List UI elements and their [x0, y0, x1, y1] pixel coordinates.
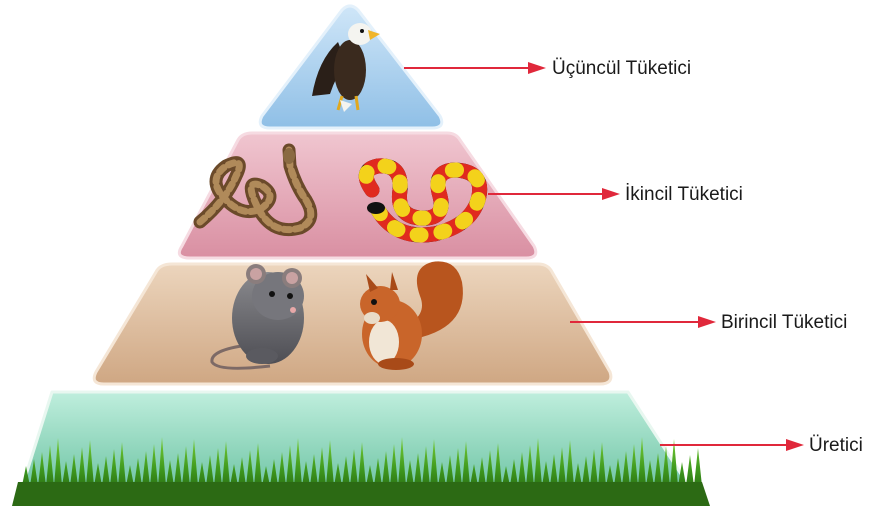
secondary-consumer-label: İkincil Tüketici [625, 185, 743, 204]
producer-level [12, 392, 710, 506]
secondary-consumer-level [179, 133, 535, 258]
arrow-primary [570, 316, 716, 328]
arrow-secondary [488, 188, 620, 200]
producer-label: Üretici [809, 436, 863, 455]
arrow-tertiary [404, 62, 546, 74]
tertiary-consumer-label: Üçüncül Tüketici [552, 59, 691, 78]
primary-consumer-label: Birincil Tüketici [721, 313, 847, 332]
arrow-producer [660, 439, 804, 451]
primary-consumer-level [94, 261, 611, 384]
